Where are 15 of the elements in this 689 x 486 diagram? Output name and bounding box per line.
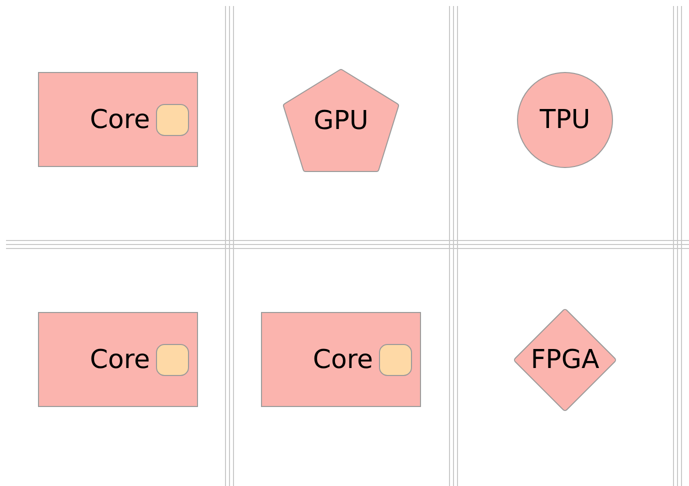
node-label: Core <box>90 104 150 134</box>
node-label: FPGA <box>530 345 600 375</box>
node-label: Core <box>312 344 373 374</box>
pentagon-shape <box>282 68 400 173</box>
node-label: Core <box>90 344 150 374</box>
rounded-square <box>156 104 189 136</box>
process-box <box>38 312 198 407</box>
node-label: TPU <box>540 105 590 135</box>
process-box <box>261 312 421 407</box>
rounded-square <box>156 344 189 376</box>
circle-shape <box>517 72 613 168</box>
diamond-shape <box>513 308 617 412</box>
rounded-square <box>379 344 412 376</box>
process-box <box>38 72 198 167</box>
node-label: GPU <box>314 106 368 136</box>
